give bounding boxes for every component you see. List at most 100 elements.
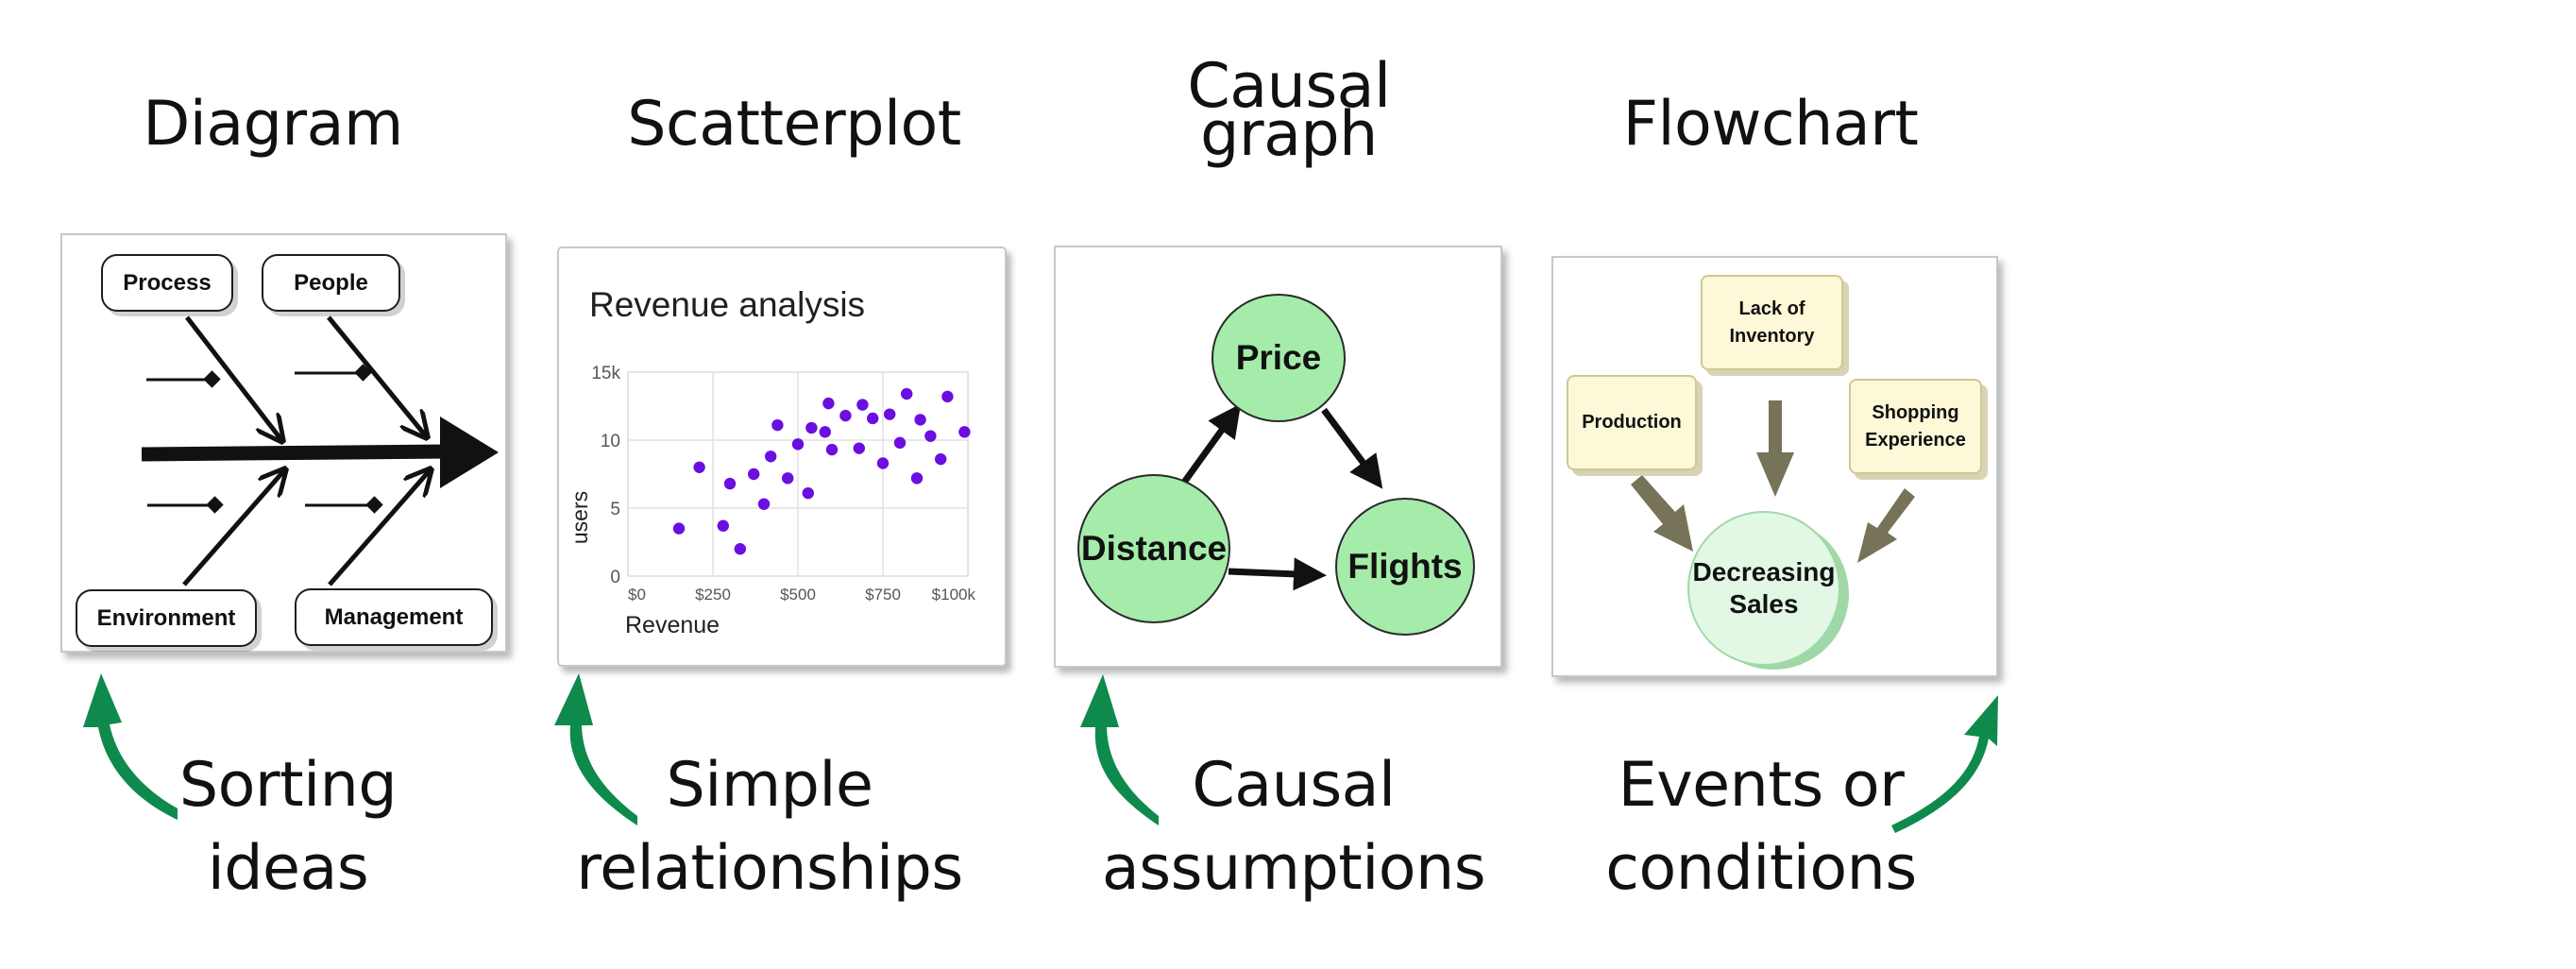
caption-scatter: Simple relationships	[567, 744, 973, 910]
edge-distance-flights	[1228, 557, 1327, 591]
scatter-point	[893, 436, 907, 450]
y-tick-label: 15k	[591, 364, 620, 383]
note-shopping-line2: Experience	[1865, 429, 1966, 450]
heading-causal-line2: graph	[1200, 99, 1378, 170]
fishbone-label-management-text: Management	[324, 604, 464, 630]
fishbone-diagram-card: Process People Environment Management	[60, 233, 507, 653]
scatter-point	[901, 387, 913, 400]
fishbone-label-process: Process	[101, 254, 233, 312]
y-axis-label: users	[568, 491, 592, 544]
fishbone-label-people: People	[262, 254, 400, 312]
scatter-point	[748, 468, 760, 481]
causal-graph-card: Price Distance Flights	[1054, 246, 1502, 668]
scatter-point	[782, 472, 794, 484]
caption-causal-line1: Causal	[1192, 750, 1396, 821]
heading-diagram: Diagram	[98, 89, 448, 160]
sub-cause-diamond	[365, 496, 383, 514]
y-tick-label: 10	[601, 432, 620, 451]
scatter-point	[856, 399, 869, 411]
scatter-point	[802, 486, 814, 500]
node-price: Price	[1212, 294, 1346, 422]
caption-flowchart: Events or conditions	[1568, 744, 1955, 910]
fishbone-head	[440, 416, 499, 488]
heading-scatterplot: Scatterplot	[586, 89, 1002, 160]
scatter-point	[765, 450, 777, 463]
note-lack-of-inventory: Lack of Inventory	[1701, 275, 1843, 370]
flowchart-card: Lack of Inventory Production Shopping Ex…	[1551, 256, 1998, 677]
scatter-point	[791, 438, 805, 450]
node-decreasing-line2: Sales	[1729, 589, 1799, 619]
caption-flowchart-line2: conditions	[1605, 833, 1917, 904]
causal-graph	[1180, 403, 1383, 591]
heading-flowchart-text: Flowchart	[1622, 89, 1919, 160]
node-flights-text: Flights	[1347, 547, 1463, 586]
x-tick-label: $750	[865, 586, 901, 604]
scatter-point	[935, 452, 947, 466]
scatter-point	[853, 442, 865, 454]
caption-diagram: Sorting ideas	[151, 744, 425, 910]
y-tick-label: 5	[610, 500, 620, 519]
note-lack-line2: Inventory	[1729, 325, 1815, 347]
scatter-point	[825, 443, 839, 456]
heading-scatterplot-text: Scatterplot	[627, 89, 961, 160]
heading-causal-line1: Causal	[1187, 51, 1391, 122]
chart-title: Revenue analysis	[589, 285, 865, 324]
heading-causal-graph: Causal graph	[1114, 51, 1464, 170]
rib-people	[327, 315, 427, 437]
caption-scatter-line2: relationships	[576, 833, 963, 904]
sub-cause-diamond	[203, 370, 221, 388]
x-axis-label: Revenue	[625, 612, 720, 638]
note-shopping-line1: Shopping	[1872, 401, 1959, 423]
note-production: Production	[1567, 375, 1697, 470]
node-decreasing-sales: Decreasing Sales	[1687, 511, 1840, 666]
scatter-point	[914, 414, 926, 426]
x-tick-label: $100k	[932, 586, 976, 604]
sub-cause-diamond	[206, 496, 224, 514]
fishbone-diagram	[141, 315, 499, 586]
x-tick-label: $0	[628, 586, 646, 604]
caption-causal: Causal assumptions	[1095, 744, 1492, 910]
scatter-point	[734, 543, 746, 555]
edge-price-flights	[1321, 407, 1383, 489]
scatter-point	[693, 461, 705, 473]
scatter-chart: Revenue analysis users Revenue 0 5 10 15k $0…	[568, 285, 976, 638]
scatter-point	[910, 472, 924, 484]
scatter-point	[672, 522, 686, 535]
scatter-point	[839, 409, 852, 422]
node-distance-text: Distance	[1080, 529, 1228, 568]
scatter-point	[805, 421, 818, 434]
caption-causal-line2: assumptions	[1101, 833, 1486, 904]
caption-flowchart-line1: Events or	[1618, 750, 1905, 821]
caption-diagram-line2: ideas	[207, 833, 369, 904]
node-decreasing-line1: Decreasing	[1692, 557, 1836, 586]
edge-distance-price	[1180, 403, 1242, 486]
scatter-point	[819, 426, 831, 438]
fishbone-label-people-text: People	[294, 269, 368, 296]
scatter-point	[867, 412, 879, 425]
scatter-point	[876, 457, 890, 469]
scatter-point	[958, 426, 971, 438]
scatter-point	[771, 418, 784, 432]
scatter-point	[717, 519, 729, 532]
scatterplot-card: Revenue analysis users Revenue 0 5 10 15k $0…	[557, 246, 1007, 667]
flow-arrow-shopping	[1857, 488, 1915, 563]
scatter-point	[822, 397, 835, 410]
scatter-point	[884, 408, 896, 420]
scatter-point	[757, 498, 771, 510]
fishbone-label-environment-text: Environment	[96, 604, 236, 631]
note-production-text: Production	[1582, 412, 1682, 433]
rib-environment	[182, 469, 285, 586]
y-tick-label: 0	[610, 568, 620, 587]
heading-diagram-text: Diagram	[143, 89, 403, 160]
scatter-point	[723, 477, 737, 490]
fishbone-spine	[141, 444, 450, 462]
sub-cause-diamond	[354, 364, 372, 382]
x-tick-label: $250	[695, 586, 731, 604]
node-price-text: Price	[1235, 338, 1322, 377]
scatter-point	[924, 430, 937, 442]
fishbone-label-process-text: Process	[123, 269, 212, 296]
node-flights: Flights	[1335, 498, 1475, 636]
x-tick-label: $500	[780, 586, 816, 604]
note-shopping-experience: Shopping Experience	[1849, 379, 1982, 474]
note-lack-line1: Lack of	[1738, 298, 1805, 319]
